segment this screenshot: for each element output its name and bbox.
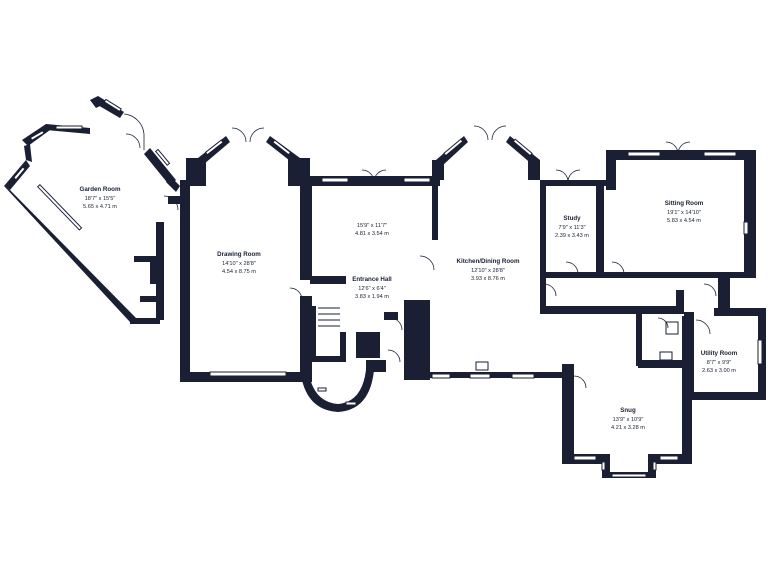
room-name: Garden Room — [80, 186, 121, 193]
snug-windows — [573, 455, 679, 478]
room-imperial: 12'10" x 28'8" — [471, 268, 505, 274]
room-imperial: 14'10" x 28'8" — [222, 261, 256, 267]
study-sitting-walls — [540, 150, 756, 278]
kitchen-walls — [414, 136, 570, 378]
room-metric: 5.83 x 4.54 m — [667, 218, 701, 224]
room-name: Snug — [620, 407, 636, 414]
room-metric: 4.54 x 8.75 m — [222, 269, 256, 275]
room-imperial: 18'7" x 15'5" — [85, 196, 116, 202]
hall-windows — [317, 177, 431, 406]
room-metric: 2.63 x 3.00 m — [702, 368, 736, 374]
garden-room-walls — [4, 96, 180, 324]
room-imperial: 19'1" x 14'10" — [667, 210, 701, 216]
room-name: Kitchen/Dining Room — [457, 258, 520, 265]
room-name: Entrance Hall — [352, 276, 392, 283]
room-imperial: 13'9" x 10'9" — [613, 417, 644, 423]
hall-doors — [318, 169, 403, 363]
room-name: Study — [563, 215, 581, 222]
room-metric: 4.81 x 3.54 m — [355, 231, 389, 237]
room-label-study: Study 7'9" x 11'3" 2.39 x 3.43 m — [555, 215, 589, 239]
room-label-hall-upper: 15'9" x 11'7" 4.81 x 3.54 m — [355, 223, 389, 237]
room-label-drawing-room: Drawing Room 14'10" x 28'8" 4.54 x 8.75 … — [217, 251, 261, 275]
room-metric: 3.83 x 1.94 m — [355, 294, 389, 300]
garden-room-doors — [123, 113, 179, 211]
room-label-utility-room: Utility Room 8'7" x 9'9" 2.63 x 3.00 m — [701, 350, 738, 374]
snug-doors — [573, 375, 587, 389]
drawing-room-doors — [231, 127, 303, 301]
room-name: Drawing Room — [217, 251, 261, 258]
room-metric: 5.65 x 4.71 m — [83, 204, 117, 210]
utility-doors — [657, 283, 717, 361]
room-imperial: 15'9" x 11'7" — [357, 223, 387, 229]
room-label-entrance-hall: Entrance Hall 12'6" x 6'4" 3.83 x 1.94 m — [352, 276, 392, 300]
room-label-garden-room: Garden Room 18'7" x 15'5" 5.65 x 4.71 m — [80, 186, 121, 210]
room-name: Utility Room — [701, 350, 738, 357]
kitchen-doors — [417, 125, 557, 371]
garden-room-windows — [13, 98, 171, 231]
room-label-snug: Snug 13'9" x 10'9" 4.21 x 3.28 m — [611, 407, 645, 431]
room-name: Sitting Room — [665, 200, 704, 207]
room-imperial: 8'7" x 9'9" — [707, 360, 731, 366]
drawing-room-walls — [180, 136, 312, 382]
utility-windows — [757, 339, 763, 365]
room-label-sitting-room: Sitting Room 19'1" x 14'10" 5.83 x 4.54 … — [665, 200, 704, 224]
room-metric: 2.39 x 3.43 m — [555, 233, 589, 239]
room-metric: 4.21 x 3.28 m — [611, 425, 645, 431]
drawing-room-windows — [204, 139, 292, 377]
room-metric: 3.93 x 8.76 m — [471, 276, 505, 282]
study-sitting-windows — [627, 151, 749, 235]
room-imperial: 7'9" x 11'3" — [558, 225, 585, 231]
study-sitting-doors — [555, 141, 691, 275]
hall-walls — [300, 176, 440, 412]
kitchen-windows — [431, 138, 535, 379]
room-label-kitchen-dining: Kitchen/Dining Room 12'10" x 28'8" 3.93 … — [457, 258, 520, 282]
room-imperial: 12'6" x 6'4" — [358, 286, 386, 292]
